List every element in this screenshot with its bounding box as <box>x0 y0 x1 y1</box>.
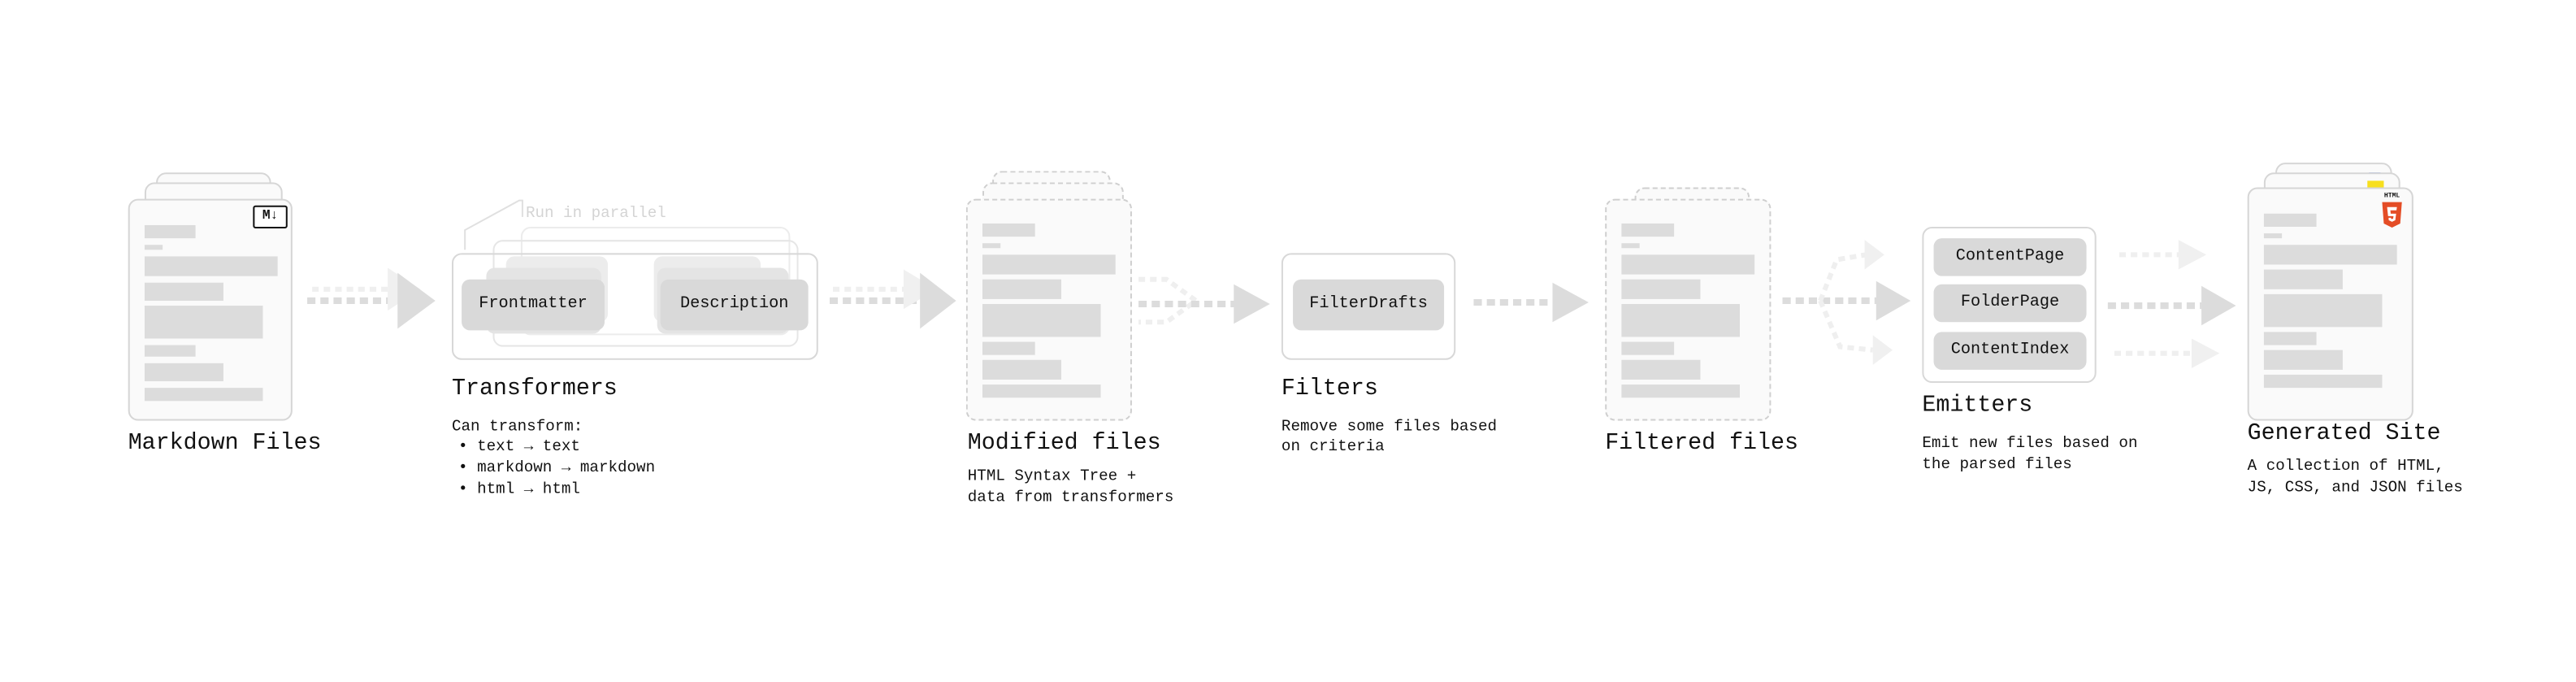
text-line <box>144 282 223 301</box>
parallel-note: Run in parallel <box>525 203 666 222</box>
generated-desc-line: A collection of HTML, <box>2247 457 2444 476</box>
emitters-desc-line: the parsed files <box>1922 455 2072 474</box>
text-line <box>982 304 1101 337</box>
text-line <box>144 388 263 402</box>
plugin-filterdrafts: FilterDrafts <box>1293 279 1445 331</box>
text-line <box>1621 304 1740 337</box>
file-card-front <box>1605 198 1772 421</box>
filters-title: Filters <box>1281 376 1378 403</box>
file-card-front <box>965 198 1132 421</box>
text-line <box>2263 245 2397 265</box>
text-line <box>144 256 278 276</box>
text-line <box>982 359 1062 380</box>
text-line <box>1621 279 1701 299</box>
plugin-description: Description <box>660 279 809 331</box>
arrow-modified-to-filters <box>1138 276 1270 325</box>
text-line <box>2263 233 2283 239</box>
text-line <box>982 384 1101 398</box>
file-card-html: HTML <box>2247 187 2413 421</box>
text-line <box>982 254 1116 275</box>
text-line <box>2263 213 2317 227</box>
arrow-transformers-to-modified <box>829 269 956 329</box>
text-line <box>982 243 1001 249</box>
filters-desc-line: Remove some files based <box>1281 417 1498 436</box>
transform-bullet: • markdown → markdown <box>458 458 656 477</box>
arrow-emitters-to-site <box>2107 240 2236 368</box>
text-line <box>982 279 1062 299</box>
transformers-desc-heading: Can transform: <box>451 417 583 436</box>
text-line <box>144 363 223 382</box>
filtered-files-title: Filtered files <box>1605 430 1799 458</box>
bullet-text: text → text <box>477 437 580 456</box>
plugin-contentindex: ContentIndex <box>1933 332 2087 370</box>
text-line <box>2263 350 2343 370</box>
emitters-desc-line: Emit new files based on <box>1922 433 2138 452</box>
modified-files-title: Modified files <box>967 430 1161 458</box>
arrow-filters-to-filtered <box>1473 282 1589 323</box>
modified-desc-line: data from transformers <box>967 488 1174 506</box>
text-line <box>2263 332 2317 345</box>
text-line <box>1621 341 1675 355</box>
text-line <box>2263 269 2343 289</box>
markdown-files-title: Markdown Files <box>128 430 322 458</box>
bullet-text: html → html <box>477 480 580 498</box>
html5-icon-label: HTML <box>2383 193 2400 201</box>
transformers-box <box>451 253 818 360</box>
text-line <box>982 341 1035 355</box>
emitters-title: Emitters <box>1922 393 2033 419</box>
html5-icon <box>2382 202 2402 228</box>
markdown-icon: M↓ <box>253 205 288 229</box>
plugin-frontmatter: Frontmatter <box>462 279 605 331</box>
text-line <box>1621 223 1675 237</box>
text-line <box>144 224 196 239</box>
arrow-filtered-to-emitters <box>1782 240 1911 365</box>
arrow-markdown-to-transformers <box>307 267 436 329</box>
modified-desc-line: HTML Syntax Tree + <box>967 467 1137 485</box>
text-line <box>1621 254 1755 275</box>
text-line <box>144 345 196 357</box>
text-line <box>144 245 163 250</box>
plugin-contentpage: ContentPage <box>1933 238 2087 276</box>
file-card-front: M↓ <box>128 198 293 421</box>
text-line <box>982 223 1035 237</box>
transform-bullet: • text → text <box>458 437 580 456</box>
generated-site-title: Generated Site <box>2247 420 2441 447</box>
text-line <box>144 306 263 339</box>
bullet-text: markdown → markdown <box>477 458 656 477</box>
transformers-title: Transformers <box>451 376 618 403</box>
transform-bullet: • html → html <box>458 480 580 498</box>
plugin-folderpage: FolderPage <box>1933 284 2087 323</box>
generated-desc-line: JS, CSS, and JSON files <box>2247 478 2463 497</box>
text-line <box>2263 374 2383 389</box>
filters-desc-line: on criteria <box>1281 437 1385 456</box>
text-line <box>1621 359 1701 380</box>
text-line <box>1621 243 1640 249</box>
text-line <box>2263 293 2383 328</box>
text-line <box>1621 384 1740 398</box>
